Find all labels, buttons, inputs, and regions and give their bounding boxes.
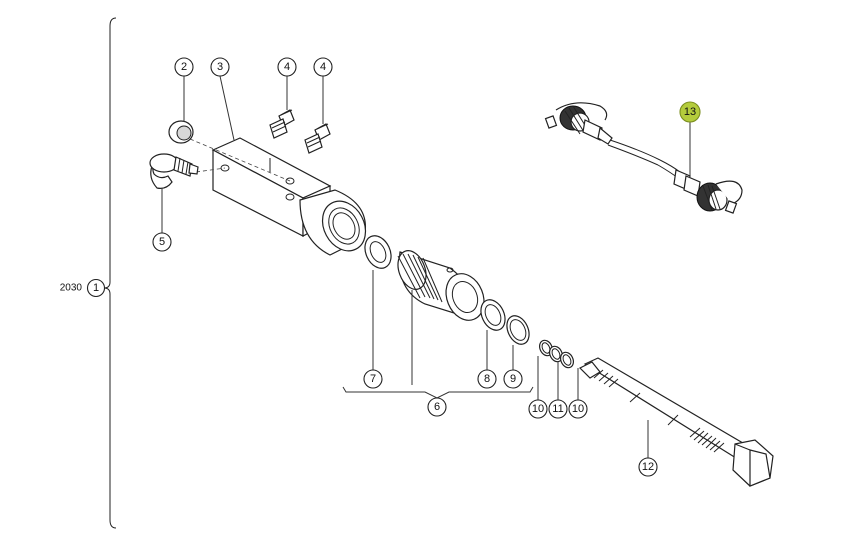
part-hose-assembly <box>544 102 743 214</box>
callout-7[interactable]: 7 <box>363 369 383 389</box>
leader-lines <box>161 75 691 458</box>
part-o-ring-11 <box>548 345 564 363</box>
svg-text:13: 13 <box>684 106 696 118</box>
part-fitting-b <box>304 123 331 154</box>
callout-13-highlighted[interactable]: 13 <box>679 101 701 123</box>
part-body-block <box>189 137 367 256</box>
callout-1[interactable]: 1 <box>86 278 106 298</box>
part-threaded-sleeve <box>397 250 485 321</box>
svg-text:1: 1 <box>93 282 99 294</box>
part-bleed-screw <box>149 153 199 189</box>
svg-text:10: 10 <box>572 403 584 415</box>
svg-text:8: 8 <box>484 373 490 385</box>
svg-text:9: 9 <box>510 373 516 385</box>
svg-text:2: 2 <box>181 61 187 73</box>
callout-12[interactable]: 12 <box>638 457 658 477</box>
part-ring-8 <box>480 299 506 331</box>
part-shaft <box>578 357 774 487</box>
svg-text:7: 7 <box>370 373 376 385</box>
callout-4-a[interactable]: 4 <box>277 57 297 77</box>
callout-2[interactable]: 2 <box>174 57 194 77</box>
callout-9[interactable]: 9 <box>503 369 523 389</box>
svg-text:12: 12 <box>642 461 654 473</box>
part-seal-ring-7 <box>364 235 392 269</box>
part-ring-9 <box>506 315 530 345</box>
svg-text:6: 6 <box>434 401 440 413</box>
callout-6[interactable]: 6 <box>427 397 447 417</box>
part-fitting-a <box>269 109 295 139</box>
callout-11[interactable]: 11 <box>548 399 568 419</box>
svg-text:3: 3 <box>217 61 223 73</box>
svg-text:5: 5 <box>159 236 165 248</box>
svg-text:4: 4 <box>284 61 290 73</box>
part-o-ring-10b <box>559 351 575 369</box>
svg-text:11: 11 <box>552 403 563 415</box>
callout-5[interactable]: 5 <box>152 232 172 252</box>
assembly-code: 2030 <box>60 283 83 294</box>
callout-8[interactable]: 8 <box>477 369 497 389</box>
part-plug <box>168 120 194 144</box>
svg-text:10: 10 <box>532 403 544 415</box>
callout-3[interactable]: 3 <box>210 57 230 77</box>
callout-4-b[interactable]: 4 <box>313 57 333 77</box>
callout-10-b[interactable]: 10 <box>568 399 588 419</box>
assembly-bracket <box>103 17 117 529</box>
svg-text:4: 4 <box>320 61 326 73</box>
callout-10-a[interactable]: 10 <box>528 399 548 419</box>
